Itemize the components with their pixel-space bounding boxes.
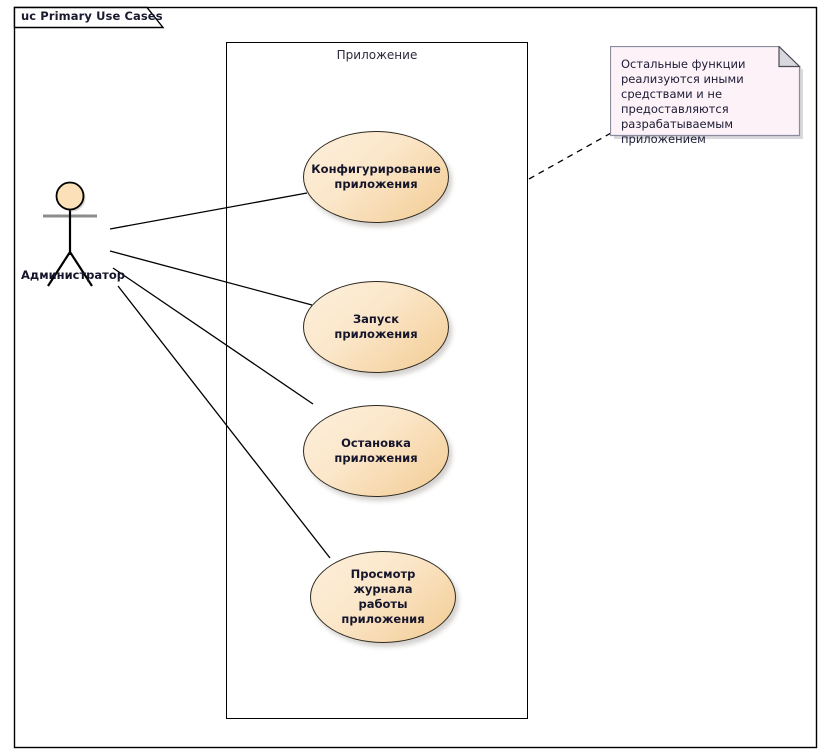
system-boundary-label: Приложение — [336, 48, 418, 62]
note-shape — [610, 46, 803, 139]
use-case-stop[interactable]: Остановка приложения — [303, 405, 449, 497]
actor-label: Администратор — [21, 268, 125, 282]
use-case-label: Остановка приложения — [334, 436, 418, 465]
system-boundary-box — [226, 42, 528, 719]
note-annotation[interactable]: Остальные функции реализуются иными сред… — [610, 46, 803, 146]
use-case-label: Запуск приложения — [334, 312, 418, 341]
note-text: Остальные функции реализуются иными сред… — [621, 57, 746, 146]
note-fold-corner-icon — [778, 46, 801, 68]
actor-administrator-icon[interactable] — [22, 180, 122, 290]
association-actor-to-start — [109, 250, 313, 306]
association-actor-to-configure — [109, 192, 308, 230]
note-body — [610, 46, 801, 137]
actor-head — [55, 181, 85, 211]
actor-leg-right — [69, 251, 93, 287]
association-actor-to-stop — [112, 267, 314, 405]
use-case-label: Конфигурирование приложения — [311, 162, 441, 191]
diagram-title: uc Primary Use Cases — [21, 9, 163, 23]
use-case-configure[interactable]: Конфигурирование приложения — [303, 131, 449, 223]
association-actor-to-viewlog — [117, 285, 331, 559]
use-case-start[interactable]: Запуск приложения — [303, 281, 449, 373]
use-case-view-log[interactable]: Просмотр журнала работы приложения — [310, 551, 456, 643]
note-anchor-dashed-line — [528, 132, 612, 180]
use-case-label: Просмотр журнала работы приложения — [341, 567, 425, 626]
actor-leg-left — [47, 251, 71, 287]
